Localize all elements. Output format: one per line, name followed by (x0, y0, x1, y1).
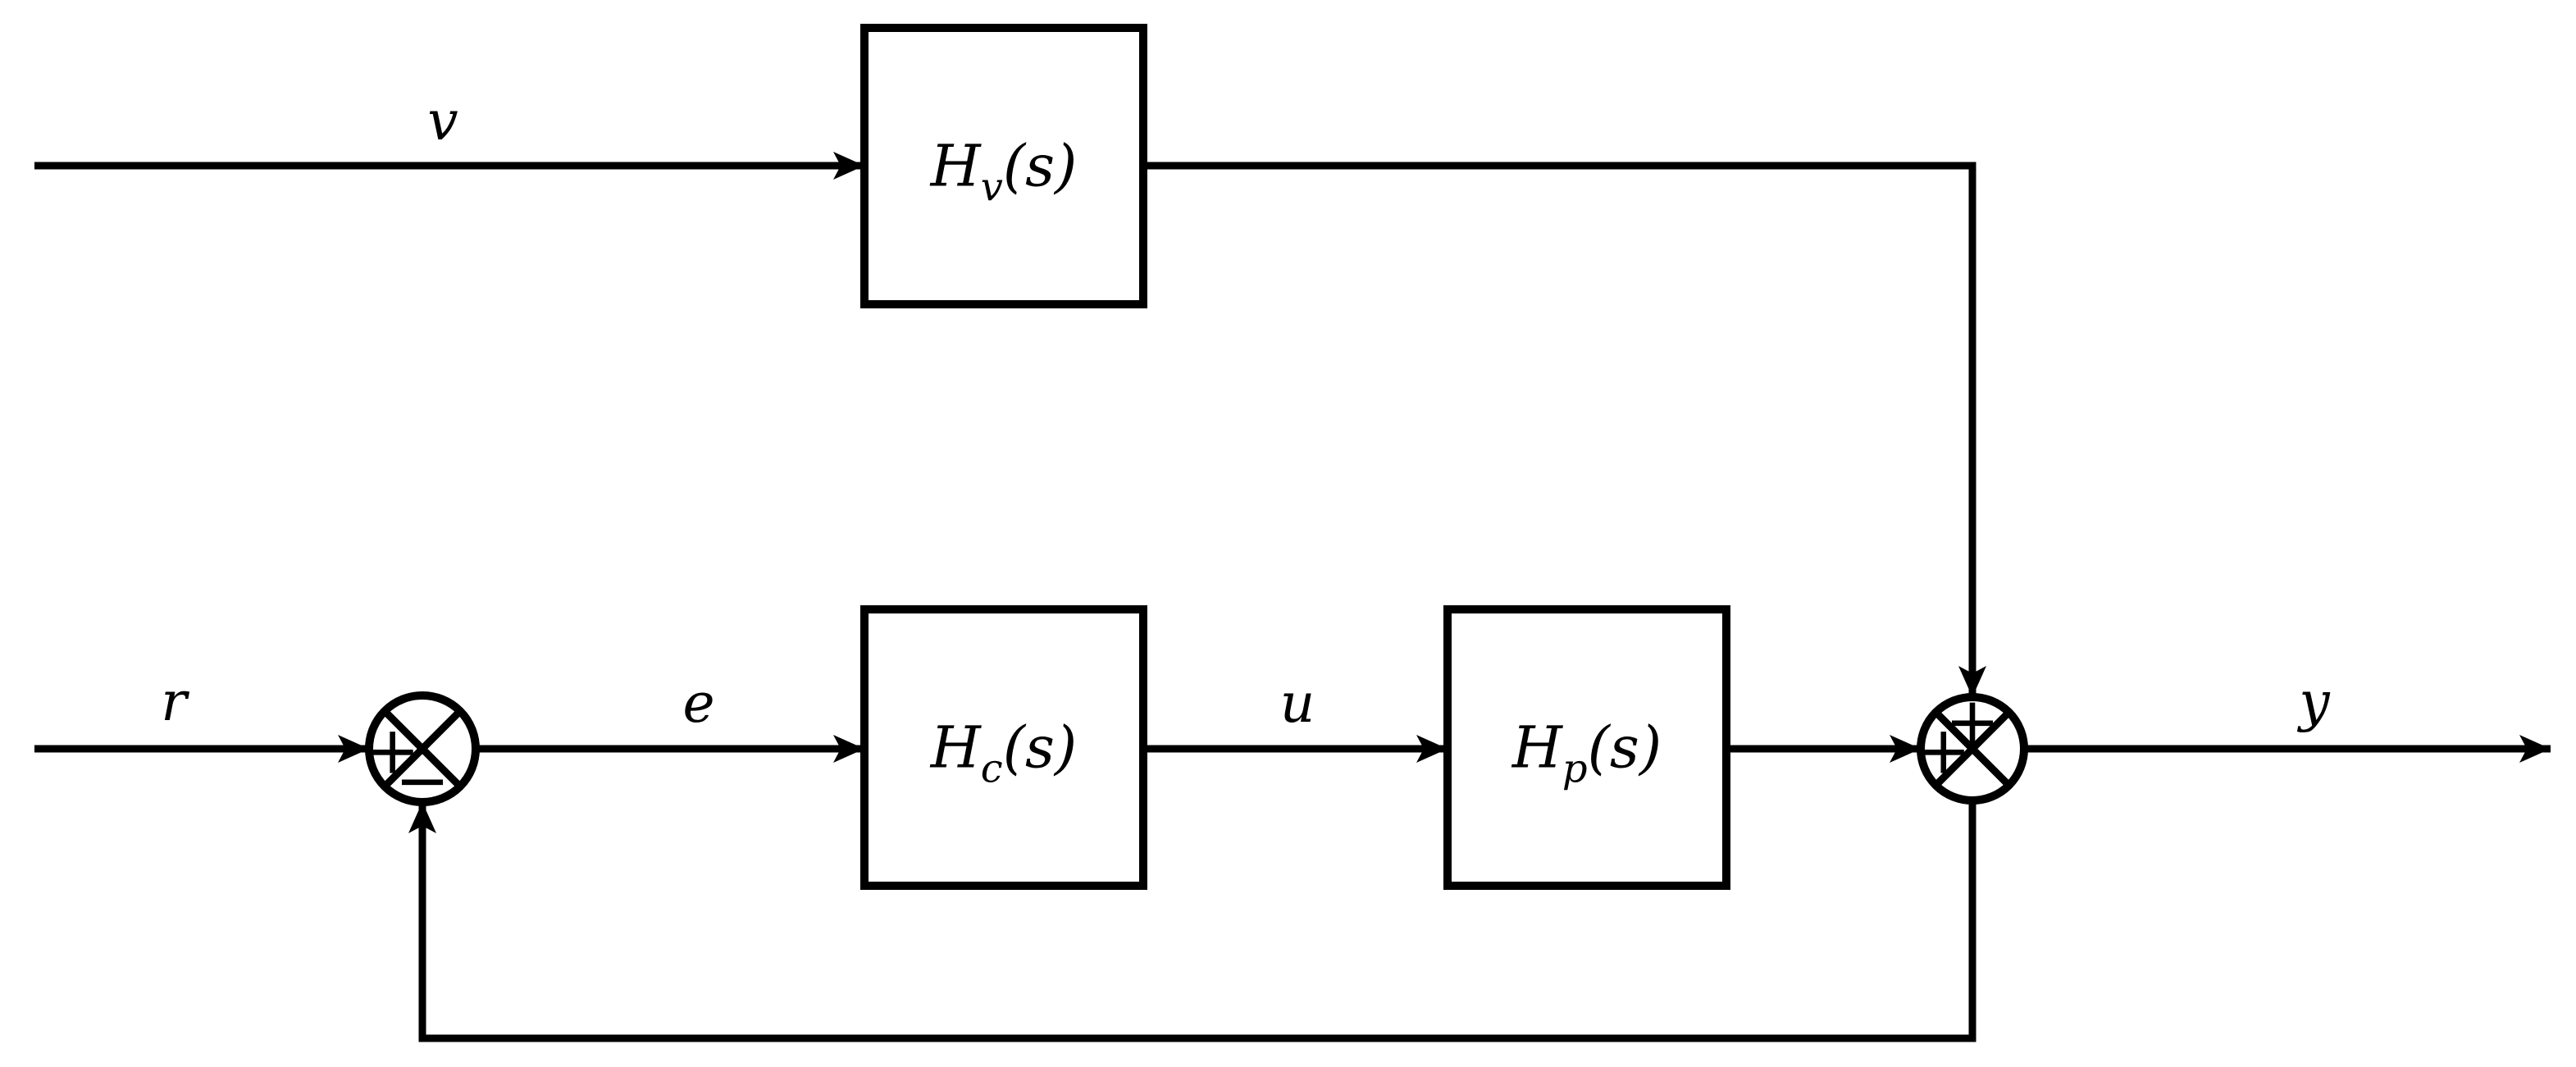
wire-layer (34, 162, 2551, 1042)
arrowhead-layer (338, 152, 2551, 833)
signal-label-layer: v r e u y (161, 89, 2330, 735)
sum2-sign-top: + (1945, 683, 1999, 759)
block-hv-label: Hv(s) (929, 133, 1078, 211)
sum1-cross-b (381, 708, 463, 790)
summing-junction-error[interactable]: + − (365, 691, 480, 818)
signal-label-v: v (427, 89, 458, 153)
block-hp-label: Hp(s) (1511, 714, 1662, 792)
signal-label-y: y (2296, 670, 2330, 733)
arrowhead-u-into-hp (1416, 735, 1448, 763)
block-hc[interactable]: Hc(s) (860, 605, 1147, 890)
arrowhead-hv-into-sum2 (1958, 666, 1986, 697)
arrowhead-feedback-into-sum1 (408, 802, 436, 833)
wire-feedback-loop (418, 800, 1976, 1042)
arrowhead-e-into-hc (833, 735, 864, 763)
arrowhead-hp-into-sum2 (1890, 735, 1921, 763)
signal-label-u: u (1280, 672, 1315, 735)
sum2-cross-b (1933, 709, 2012, 788)
block-hp[interactable]: Hp(s) (1443, 605, 1730, 890)
summing-junction-layer: + − + + (365, 683, 2028, 818)
block-hc-rect[interactable] (860, 605, 1147, 890)
signal-label-e: e (682, 672, 714, 735)
signal-label-r: r (161, 670, 189, 733)
arrowhead-r-into-sum1 (338, 735, 369, 763)
summing-junction-output[interactable]: + + (1916, 683, 2028, 805)
arrowhead-v-into-hv (833, 152, 864, 180)
block-hv[interactable]: Hv(s) (860, 24, 1147, 308)
block-layer: Hv(s) Hc(s) Hp(s) (860, 24, 1730, 890)
sum1-sign-bottom: − (394, 742, 449, 818)
block-hc-label: Hc(s) (929, 714, 1077, 792)
sum2-sign-left: + (1916, 713, 1971, 789)
wire-hv-to-sum2 (1143, 162, 1976, 697)
sum1-sign-left: + (365, 713, 420, 789)
block-hv-rect[interactable] (860, 24, 1147, 308)
arrowhead-output-y (2519, 735, 2551, 763)
block-hp-rect[interactable] (1443, 605, 1730, 890)
